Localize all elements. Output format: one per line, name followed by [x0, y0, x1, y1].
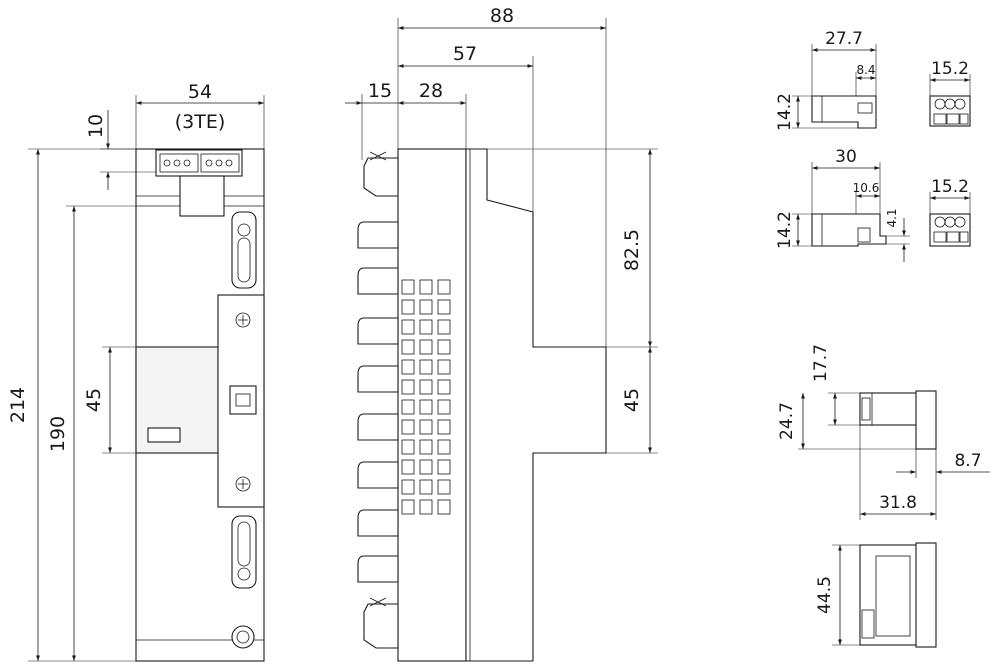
front-view: 54 (3TE) 10 214 190 45	[7, 81, 265, 662]
upper-clip	[231, 211, 257, 289]
connector-b-width-label: 30	[835, 147, 857, 167]
top-latch	[179, 175, 225, 217]
side-lower-height-label: 45	[621, 388, 643, 412]
top-side-latch	[363, 157, 399, 197]
connector-a-front-width-label: 15.2	[931, 59, 969, 79]
total-height-label: 214	[7, 387, 29, 423]
module-front-cap	[915, 542, 937, 648]
module-total-height-label: 24.7	[777, 402, 797, 440]
side-upper-height-label: 82.5	[621, 229, 643, 271]
side-depth-b-label: 28	[419, 80, 443, 102]
connector-a-front	[929, 95, 971, 127]
front-width-sub-label: (3TE)	[175, 111, 226, 133]
top-offset-label: 10	[85, 114, 107, 138]
inner-height-label: 190	[47, 416, 69, 452]
connector-a-height-label: 14.2	[775, 93, 795, 131]
module-depth-total-label: 31.8	[879, 493, 917, 513]
module-front-height-label: 44.5	[815, 576, 835, 614]
connector-b-side	[811, 213, 887, 247]
connector-b-height-label: 14.2	[775, 211, 795, 249]
side-tabs	[357, 221, 399, 583]
side-depth-mid-label: 57	[453, 43, 477, 65]
connector-a-pin-offset-label: 8.4	[856, 63, 875, 77]
side-body-rear	[465, 148, 607, 662]
module-side: 17.7 24.7 8.7 31.8	[777, 344, 990, 520]
module-side-cap	[915, 390, 937, 450]
connector-a: 27.7 8.4 14.2 15.2	[775, 29, 971, 131]
connector-b-front	[929, 213, 971, 247]
side-view: 88 57 15 28 82.5 45	[345, 5, 658, 662]
connector-b-front-width-label: 15.2	[931, 177, 969, 197]
front-width-label: 54	[188, 81, 212, 103]
vent-grid	[401, 279, 451, 515]
connector-b: 30 10.6 4.1 14.2 15.2	[775, 147, 971, 262]
round-port	[231, 625, 255, 649]
module-part-height-label: 17.7	[811, 344, 831, 382]
lower-clip	[231, 515, 257, 589]
connector-b-pin-offset-label: 10.6	[853, 181, 880, 195]
bottom-side-latch	[363, 603, 399, 649]
middle-block-label	[147, 427, 181, 443]
connector-a-width-label: 27.7	[825, 29, 863, 49]
side-depth-total-label: 88	[490, 5, 514, 27]
terminal-lever	[229, 385, 257, 415]
module-depth-offset-label: 8.7	[954, 451, 981, 471]
module-front: 44.5	[815, 542, 937, 648]
side-depth-a-label: 15	[368, 80, 392, 102]
block-height-label: 45	[83, 388, 105, 412]
module-front-body	[859, 544, 921, 646]
connector-b-pin-height-label: 4.1	[885, 208, 899, 227]
